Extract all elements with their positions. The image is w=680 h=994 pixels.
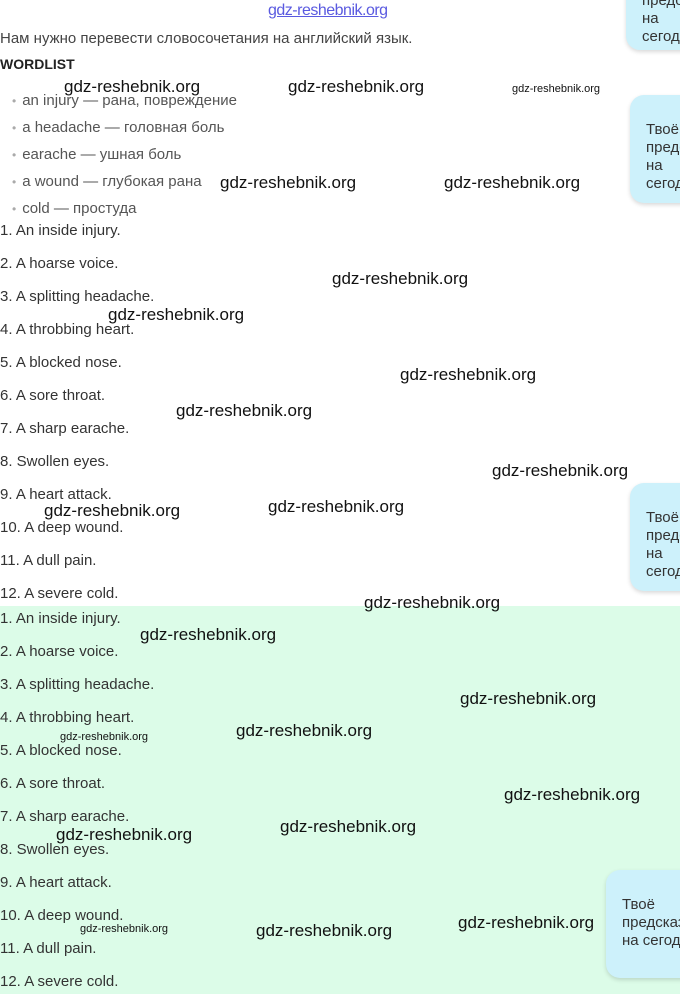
promo-text: предсказание [642,0,680,9]
watermark: gdz-reshebnik.org [60,731,149,743]
promo-text: на сегодня [646,545,680,580]
watermark: gdz-reshebnik.org [504,785,641,804]
answer-line: 9. A heart attack. [0,486,112,503]
watermark: gdz-reshebnik.org [64,77,201,96]
watermark: gdz-reshebnik.org [220,173,357,192]
answer-line: 9. A heart attack. [0,874,112,891]
promo-text: на сегодня [646,157,680,192]
wordlist-item: a headache — головная боль [12,119,224,136]
watermark: gdz-reshebnik.org [140,625,277,644]
watermark: gdz-reshebnik.org [460,689,597,708]
answer-line: 3. A splitting headache. [0,676,155,693]
watermark: gdz-reshebnik.org [458,913,595,932]
answer-line: 2. A hoarse voice. [0,643,119,660]
watermark: gdz-reshebnik.org [56,825,193,844]
promo-text: предсказание [646,527,680,544]
answer-line: 12. A severe cold. [0,973,119,990]
answer-line: 4. A throbbing heart. [0,709,135,726]
promo-text: на сегодня [642,10,680,45]
answer-line: 8. Swollen eyes. [0,841,110,858]
answer-line: 8. Swollen eyes. [0,453,110,470]
answer-line: 11. A dull pain. [0,940,97,957]
watermark: gdz-reshebnik.org [288,77,425,96]
watermark: gdz-reshebnik.org [512,83,601,95]
promo-card[interactable]: предсказаниена сегодня [626,0,680,50]
answer-line: 7. A sharp earache. [0,420,130,437]
watermark: gdz-reshebnik.org [280,817,417,836]
watermark: gdz-reshebnik.org [108,305,245,324]
promo-text: Твоё [622,896,655,913]
answer-line: 5. A blocked nose. [0,742,122,759]
promo-text: на сегодня [622,932,680,949]
wordlist-item: an injury — рана, повреждение [12,92,237,109]
promo-card[interactable]: Твоёпредсказаниена сегодня [606,870,680,978]
watermark: gdz-reshebnik.org [492,461,629,480]
answer-line: 3. A splitting headache. [0,288,155,305]
site-link[interactable]: gdz-reshebnik.org [268,2,388,19]
answer-line: 7. A sharp earache. [0,808,130,825]
watermark: gdz-reshebnik.org [268,497,405,516]
watermark: gdz-reshebnik.org [364,593,501,612]
watermark: gdz-reshebnik.org [236,721,373,740]
wordlist-item: a wound — глубокая рана [12,173,201,190]
answer-line: 6. A sore throat. [0,775,106,792]
promo-card[interactable]: Твоёпредсказаниена сегодня [630,483,680,591]
answer-line: 1. An inside injury. [0,610,121,627]
answer-line: 4. A throbbing heart. [0,321,135,338]
watermark: gdz-reshebnik.org [44,501,181,520]
watermark: gdz-reshebnik.org [80,923,169,935]
intro-text: Нам нужно перевести словосочетания на ан… [0,30,413,47]
promo-text: предсказание [646,139,680,156]
watermark: gdz-reshebnik.org [400,365,537,384]
answer-line: 6. A sore throat. [0,387,106,404]
promo-text: Твоё [646,121,679,138]
promo-text: предсказание [622,914,680,931]
wordlist-item: earache — ушная боль [12,146,181,163]
watermark: gdz-reshebnik.org [256,921,393,940]
answer-line: 12. A severe cold. [0,585,119,602]
answer-line: 11. A dull pain. [0,552,97,569]
answer-line: 10. A deep wound. [0,519,124,536]
wordlist-item: cold — простуда [12,200,136,217]
answer-highlight [0,606,680,994]
wordlist-title: WORDLIST [0,56,75,72]
promo-text: Твоё [646,509,679,526]
answer-line: 1. An inside injury. [0,222,121,239]
watermark: gdz-reshebnik.org [332,269,469,288]
watermark: gdz-reshebnik.org [444,173,581,192]
answer-line: 5. A blocked nose. [0,354,122,371]
promo-card[interactable]: Твоёпредсказаниена сегодня [630,95,680,203]
watermark: gdz-reshebnik.org [176,401,313,420]
answer-line: 10. A deep wound. [0,907,124,924]
answer-line: 2. A hoarse voice. [0,255,119,272]
